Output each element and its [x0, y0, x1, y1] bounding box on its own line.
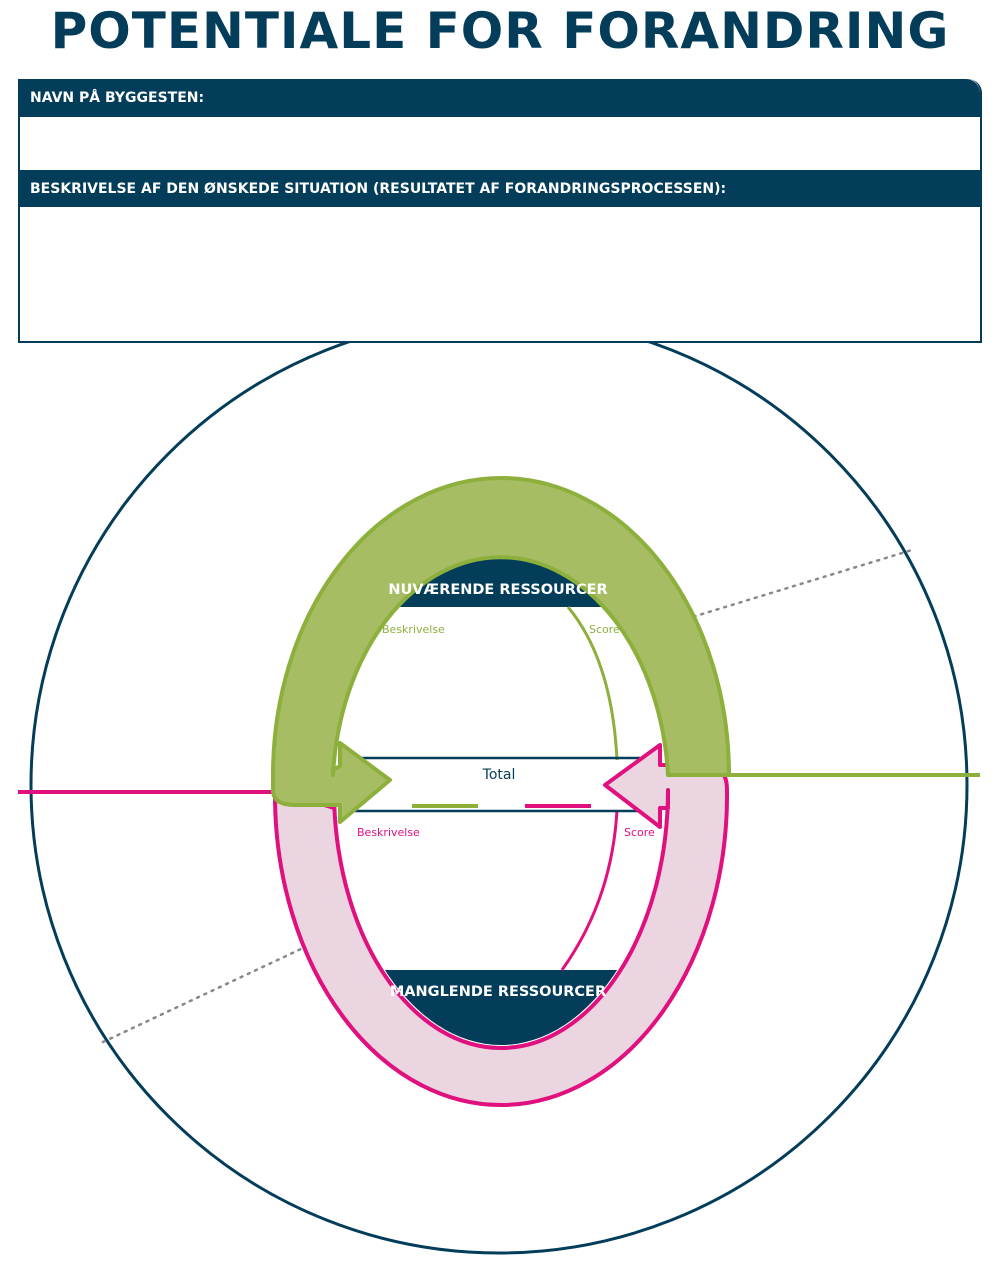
dotted-line-bottom: [101, 923, 354, 1044]
top-score-label: Score: [589, 623, 620, 636]
bottom-section-title: MANGLENDE RESSOURCER: [390, 984, 606, 1000]
score-divider-bottom: [560, 809, 619, 971]
name-label: NAVN PÅ BYGGESTEN:: [20, 79, 980, 117]
outer-circle: [29, 315, 969, 1255]
bottom-desc-label: Beskrivelse: [357, 826, 420, 839]
score-divider-top: [566, 606, 619, 761]
building-block-form: NAVN PÅ BYGGESTEN: BESKRIVELSE AF DEN ØN…: [18, 79, 982, 343]
top-desc-label: Beskrivelse: [382, 623, 445, 636]
green-cycle-arrow: [271, 476, 731, 824]
total-label: Total: [482, 767, 516, 783]
bottom-score-label: Score: [624, 826, 655, 839]
description-field[interactable]: [20, 207, 980, 341]
name-field[interactable]: [20, 117, 980, 170]
top-section-title: NUVÆRENDE RESSOURCER: [388, 582, 607, 598]
page-title: POTENTIALE FOR FORANDRING: [50, 2, 950, 60]
description-label: BESKRIVELSE AF DEN ØNSKEDE SITUATION (RE…: [20, 170, 980, 207]
